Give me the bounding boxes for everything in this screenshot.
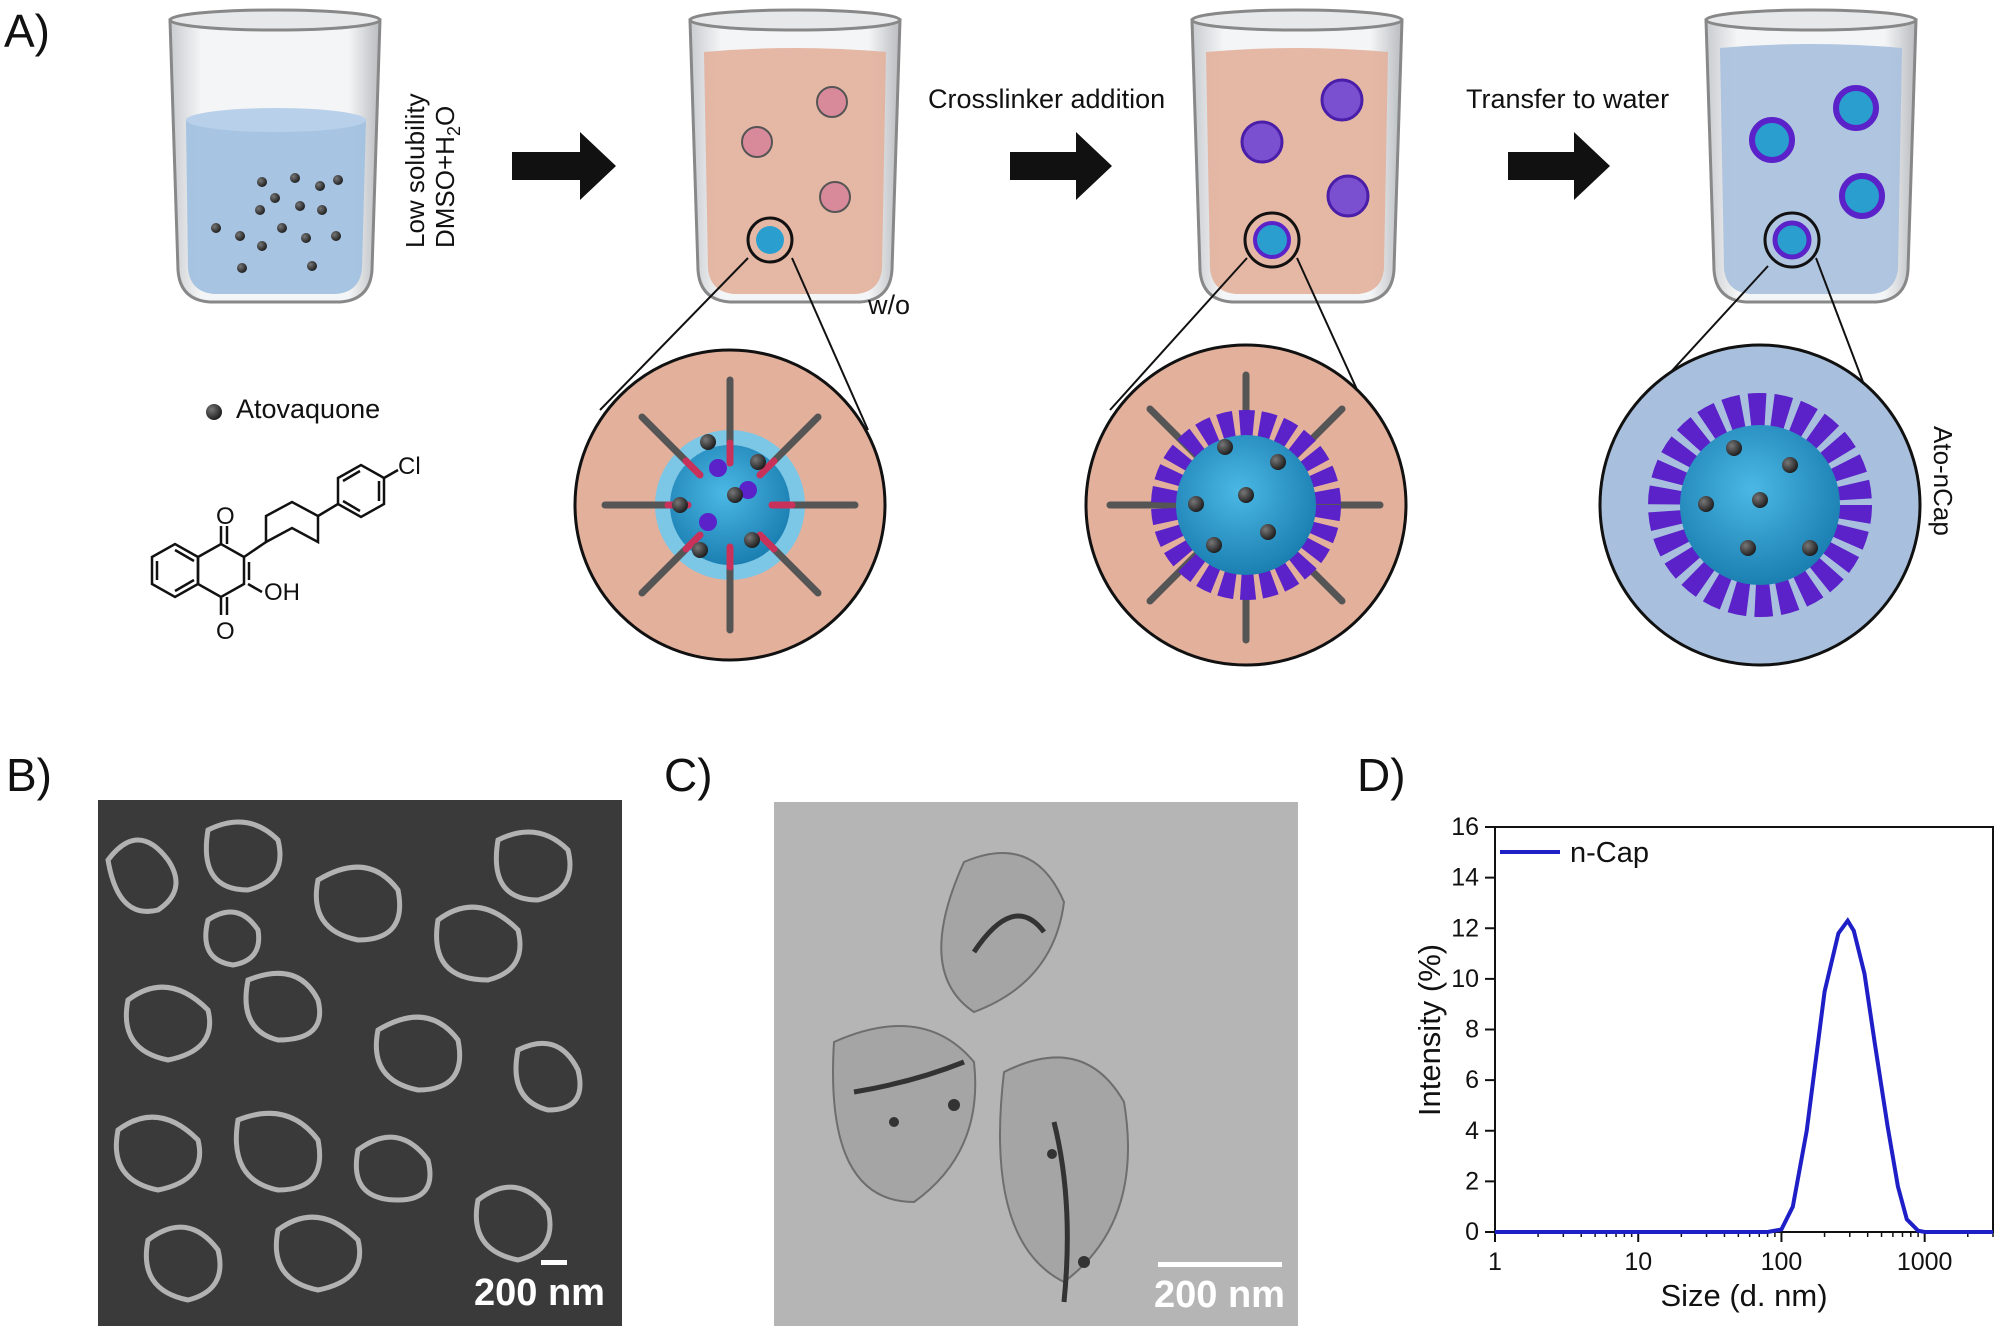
sem-micrograph: 200 nm <box>98 800 622 1326</box>
panel-label-d: D) <box>1357 749 1406 801</box>
zoom-nanocapsule <box>1598 343 1922 667</box>
sem-scale-label: 200 nm <box>474 1272 605 1314</box>
y-tick-label: 6 <box>1465 1066 1479 1094</box>
chem-o-top: O <box>216 503 235 530</box>
x-tick-label: 1 <box>1488 1248 1502 1276</box>
sem-scale-bar <box>541 1260 567 1265</box>
y-tick-label: 0 <box>1465 1218 1479 1246</box>
tem-micrograph: 200 nm <box>774 802 1298 1326</box>
process-arrow-3 <box>1508 132 1610 200</box>
y-tick-label: 12 <box>1451 914 1479 942</box>
tem-texture <box>774 802 1298 1326</box>
sem-texture <box>98 800 622 1326</box>
chem-cl: Cl <box>398 453 421 480</box>
scheme-artwork: O O OH Cl <box>150 8 1922 667</box>
y-tick-label: 2 <box>1465 1167 1479 1195</box>
zoom-crosslinked-droplet <box>1084 343 1408 667</box>
tem-scale-label: 200 nm <box>1154 1274 1285 1316</box>
x-tick-label: 100 <box>1761 1248 1803 1276</box>
beaker-emulsion <box>688 8 902 304</box>
chem-oh: OH <box>264 579 300 606</box>
process-arrow-1 <box>512 132 616 200</box>
beaker-dmso-water <box>168 8 382 304</box>
step-transfer-to-water: Transfer to water <box>1466 84 1670 114</box>
series-line-n-cap <box>1495 917 1993 1234</box>
beaker-crosslinked <box>1190 8 1404 304</box>
tem-scale-bar <box>1158 1262 1282 1267</box>
y-tick-label: 14 <box>1451 864 1479 892</box>
x-tick-label: 1000 <box>1897 1248 1953 1276</box>
atovaquone-legend-label: Atovaquone <box>236 394 381 424</box>
panel-label-a: A) <box>4 5 50 57</box>
plot-frame <box>1494 826 1994 1233</box>
atovaquone-legend-dot <box>206 404 222 420</box>
beaker-water <box>1704 8 1918 304</box>
legend-label: n-Cap <box>1570 837 1649 869</box>
y-tick-label: 8 <box>1465 1016 1479 1044</box>
y-tick-label: 10 <box>1451 965 1479 993</box>
chem-o-bottom: O <box>216 618 235 645</box>
x-tick-label: 10 <box>1624 1248 1652 1276</box>
y-axis-label: Intensity (%) <box>1412 944 1447 1116</box>
atovaquone-structure <box>150 463 399 615</box>
panel-label-c: C) <box>664 749 713 801</box>
y-tick-label: 4 <box>1465 1117 1479 1145</box>
x-axis-label: Size (d. nm) <box>1660 1278 1827 1313</box>
y-tick-label: 16 <box>1451 813 1479 841</box>
wo-label: w/o <box>868 290 911 320</box>
step-crosslinker-addition: Crosslinker addition <box>928 84 1166 114</box>
process-arrow-2 <box>1010 132 1112 200</box>
panel-label-b: B) <box>6 749 52 801</box>
zoom-emulsion-droplet <box>573 348 887 662</box>
